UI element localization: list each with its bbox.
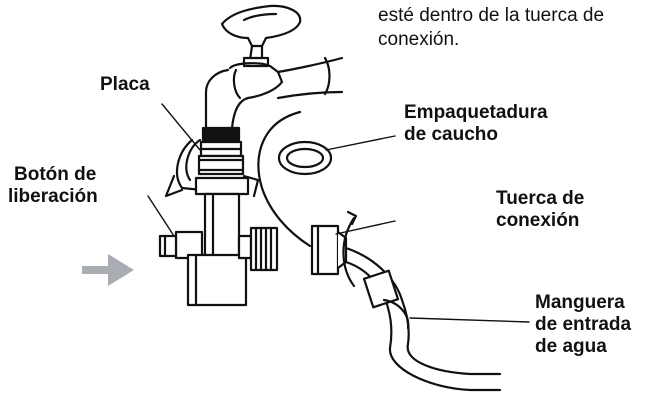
instruction-note-line: conexión.	[378, 29, 460, 50]
arrow-right-icon	[82, 254, 134, 286]
inlet-hose-label-line: de agua	[535, 336, 607, 357]
release-button-label-line: Botón de	[14, 164, 97, 185]
rubber-gasket-label-line: de caucho	[404, 124, 498, 145]
inlet-hose-label-line: Manguera	[535, 292, 625, 313]
faucet-body	[204, 56, 344, 130]
plate-label-text: Placa	[100, 74, 150, 95]
adapter-assembly	[158, 126, 279, 307]
connection-nut-label: Tuerca de conexión	[496, 188, 584, 232]
instruction-note-line: esté dentro de la tuerca de	[378, 5, 605, 26]
instruction-note: esté dentro de la tuerca de conexión.	[378, 4, 604, 52]
release-button-label-line: liberación	[8, 186, 98, 207]
rubber-gasket-label-line: Empaquetadura	[404, 102, 548, 123]
inlet-hose-label-line: de entrada	[535, 314, 632, 335]
rubber-gasket	[277, 140, 333, 176]
rotation-arrow-icon	[342, 210, 358, 288]
connection-guide-curve	[257, 110, 312, 248]
leader-lines	[147, 103, 530, 323]
rubber-gasket-label: Empaquetadura de caucho	[404, 102, 548, 146]
connection-nut-label-line: Tuerca de	[496, 188, 585, 209]
release-button-label: Botón de liberación	[8, 164, 98, 208]
connection-nut	[310, 224, 348, 276]
connection-nut-label-line: conexión	[496, 210, 580, 231]
water-inlet-hose	[344, 246, 502, 392]
plate-label: Placa	[100, 74, 150, 96]
faucet-handle	[220, 4, 302, 68]
inlet-hose-label: Manguera de entrada de agua	[535, 292, 631, 358]
